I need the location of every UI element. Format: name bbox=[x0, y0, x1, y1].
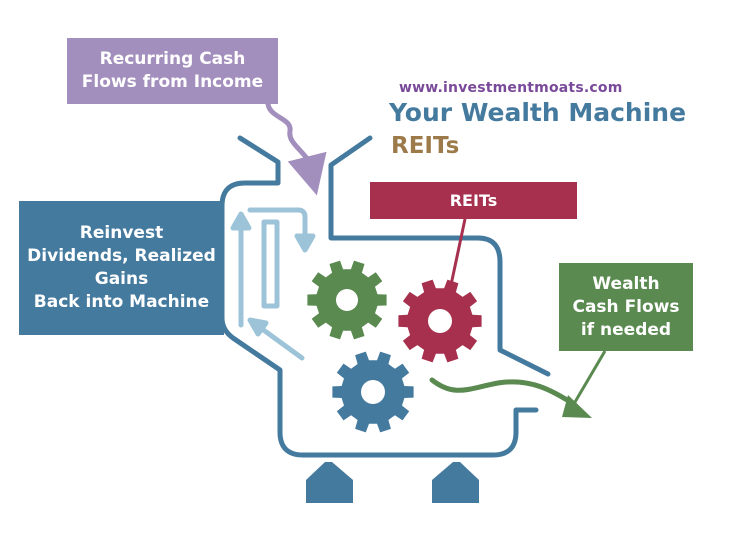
machine-feet bbox=[306, 462, 479, 503]
site-url: www.investmentmoats.com bbox=[399, 80, 623, 96]
blue-gear-icon bbox=[332, 351, 414, 433]
page-title: Your Wealth Machine bbox=[389, 98, 687, 127]
wealth-cash-flows-box: Wealth Cash Flows if needed bbox=[559, 263, 693, 351]
income-arrow bbox=[265, 101, 327, 196]
machine-body bbox=[219, 135, 551, 458]
page-subtitle: REITs bbox=[391, 133, 460, 159]
reinvest-box: Reinvest Dividends, Realized Gains Back … bbox=[19, 201, 224, 335]
wealth-flow bbox=[429, 350, 607, 418]
reits-connector bbox=[449, 218, 467, 286]
recurring-cash-flows-box: Recurring Cash Flows from Income bbox=[67, 38, 278, 104]
red-gear-icon bbox=[398, 279, 482, 363]
recycle-channel bbox=[230, 207, 316, 361]
green-gear-icon bbox=[307, 260, 387, 340]
reits-label-box: REITs bbox=[370, 182, 577, 219]
